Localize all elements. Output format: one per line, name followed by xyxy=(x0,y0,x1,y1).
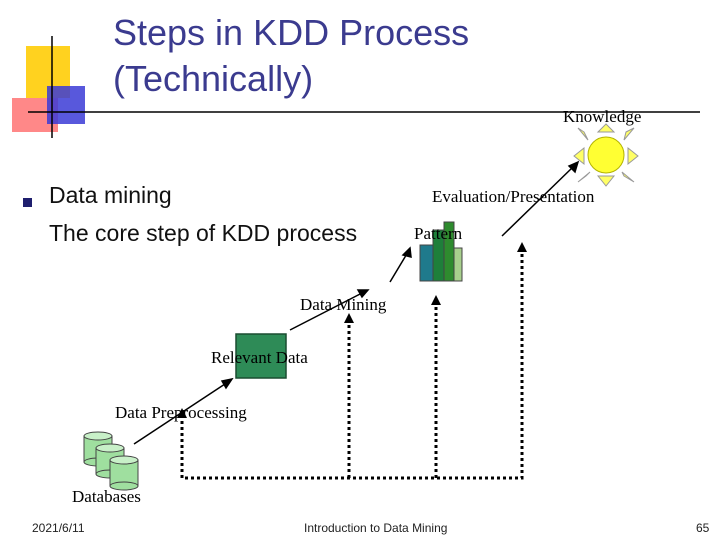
page-number: 65 xyxy=(696,521,710,535)
database-cylinders-icon xyxy=(83,431,139,491)
label-pattern: Pattern xyxy=(414,224,463,243)
sun-icon xyxy=(573,123,639,187)
footer-date: 2021/6/11 xyxy=(32,521,85,535)
label-data-mining: Data Mining xyxy=(300,295,387,314)
label-databases: Databases xyxy=(72,487,141,506)
slide-title-line1: Steps in KDD Process xyxy=(113,12,470,53)
slide-title-line2: (Technically) xyxy=(113,58,314,99)
bullet-subtext: The core step of KDD process xyxy=(49,220,358,246)
bullet-heading: Data mining xyxy=(49,182,172,208)
feedback-arrowheads xyxy=(177,242,527,418)
bullet-icon xyxy=(23,198,32,207)
feedback-loops xyxy=(180,250,524,480)
label-relevant-data: Relevant Data xyxy=(211,348,308,367)
label-knowledge: Knowledge xyxy=(563,107,642,126)
pattern-bars-icon xyxy=(419,221,463,282)
relevant-data-box xyxy=(235,333,287,379)
label-data-preprocessing: Data Preprocessing xyxy=(115,403,247,422)
label-evaluation-presentation: Evaluation/Presentation xyxy=(432,187,595,206)
footer-title: Introduction to Data Mining xyxy=(304,521,448,535)
title-decoration xyxy=(12,36,700,138)
